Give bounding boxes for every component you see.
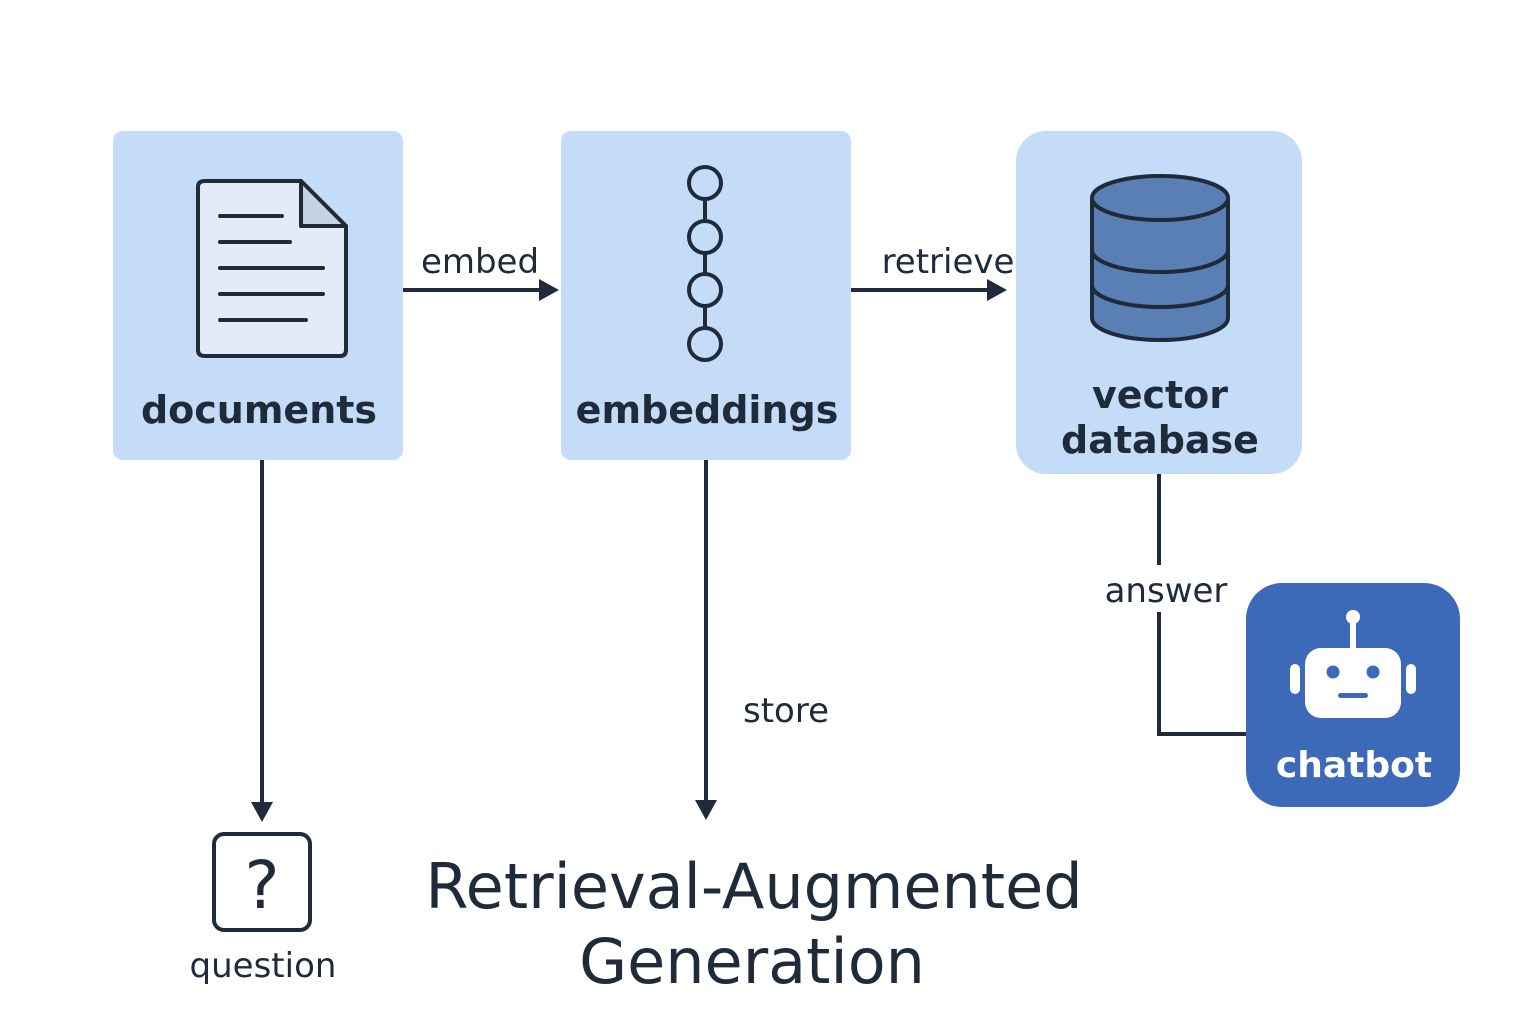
embeddings-label: embeddings bbox=[576, 388, 839, 432]
embedding-chain-icon bbox=[687, 165, 723, 362]
edge-store bbox=[695, 460, 717, 820]
answer-edge-label: answer bbox=[1105, 571, 1228, 611]
edge-question bbox=[251, 460, 273, 822]
documents-label: documents bbox=[141, 388, 377, 432]
embeddings-node bbox=[561, 131, 851, 460]
edge-embed bbox=[403, 279, 559, 301]
diagram-title-line2: Generation bbox=[579, 925, 925, 998]
diagram-title-line1: Retrieval-Augmented bbox=[425, 850, 1082, 923]
chatbot-label: chatbot bbox=[1276, 745, 1432, 786]
vector-database-label-line1: vector bbox=[1092, 373, 1228, 417]
database-icon bbox=[1090, 174, 1230, 342]
robot-icon bbox=[1290, 610, 1416, 718]
edge-answer bbox=[1157, 474, 1246, 736]
question-mark-icon: ? bbox=[212, 832, 312, 932]
retrieve-edge-label: retrieve bbox=[882, 242, 1015, 282]
question-mark-glyph: ? bbox=[244, 847, 279, 924]
question-label: question bbox=[190, 946, 337, 986]
document-icon bbox=[196, 179, 348, 358]
vector-database-label-line2: database bbox=[1061, 418, 1259, 462]
store-edge-label: store bbox=[743, 691, 829, 731]
embed-edge-label: embed bbox=[421, 242, 539, 282]
edge-retrieve bbox=[851, 279, 1007, 301]
